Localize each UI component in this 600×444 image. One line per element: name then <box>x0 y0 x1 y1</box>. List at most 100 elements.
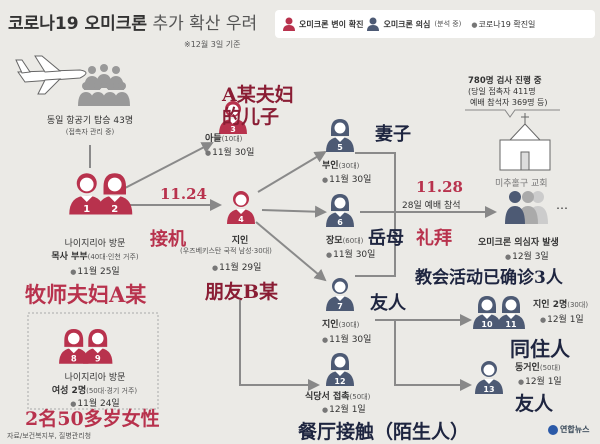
person-number: 10 <box>481 320 493 329</box>
mil-label: 장모 <box>326 236 343 246</box>
son-cn: A某夫妇的儿子 <box>222 84 294 128</box>
women-visit: 나이지리아 방문 <box>64 373 126 383</box>
couple-visit: 나이지리아 방문 <box>64 239 126 249</box>
person-icon-7: 7 <box>325 277 355 311</box>
cohab-cn: 友人 <box>515 393 554 415</box>
church-test: 780명 검사 진행 중 <box>468 76 542 86</box>
couple-date: 11월 25일 <box>55 264 135 277</box>
restaurant-label: 식당서 접촉 <box>305 392 350 402</box>
women-detail: (50대·경기 거주) <box>86 387 138 395</box>
person-icon-13: 13 <box>474 360 504 394</box>
person-number: 9 <box>95 354 101 364</box>
wife-cn: 妻子 <box>375 124 411 145</box>
person-number: 8 <box>71 354 77 364</box>
cohab-date: 12월 1일 <box>518 374 562 387</box>
logo-text: 연합뉴스 <box>560 425 590 434</box>
person-icon-4: 4 <box>226 190 256 224</box>
person-number: 4 <box>238 215 244 224</box>
title-bold: 코로나19 오미크론 <box>8 14 148 34</box>
person-icon-10: 10 <box>472 295 502 329</box>
person-number: 12 <box>334 377 345 386</box>
legend-confirmed: 오미크론 변이 확진 <box>299 19 364 29</box>
person-icon-6: 6 <box>325 193 355 227</box>
page-title: 코로나19 오미크론 추가 확산 우려 <box>8 9 257 34</box>
source-credit: 자료/보건복지부, 질병관리청 <box>7 432 92 440</box>
women-label: 여성 2명 <box>51 386 87 396</box>
women-cn: 2名50多岁女性 <box>25 408 160 430</box>
person-number: 2 <box>111 204 118 215</box>
acq-age: (30대) <box>338 321 360 329</box>
church-attendees: 예배 참석자 369명 등) <box>470 98 548 107</box>
couple-detail: (40대·인천 거주) <box>87 253 139 261</box>
plane-passengers: 동일 항공기 탑승 43명 <box>46 116 134 126</box>
person-icon-9: 9 <box>82 328 114 364</box>
person-icon-3: 3 <box>218 100 248 134</box>
friend-detail: (우즈베키스탄 국적 남성·30대) <box>180 247 272 255</box>
two-label: 지인 2명 <box>533 300 568 310</box>
more-ellipsis: … <box>556 198 568 212</box>
service-date: 11.28 <box>416 178 463 196</box>
logo-icon <box>548 424 558 435</box>
legend-suspected-note: (분석 중) <box>434 20 462 28</box>
son-date: 11월 30일 <box>205 145 254 158</box>
friend-date: 11월 29일 <box>212 260 261 273</box>
church-contacts: (당일 접촉자 411명 <box>468 87 536 96</box>
suspects-cn: 教会活动已确诊3人 <box>415 268 563 288</box>
suspect-group-icon <box>505 191 548 224</box>
airplane-icon <box>15 55 87 95</box>
church-icon <box>499 113 551 171</box>
wife-date: 11월 30일 <box>322 172 371 185</box>
person-icon-8: 8 <box>58 328 90 364</box>
couple-label: 목사 부부 <box>51 252 88 262</box>
wife-age: (30대) <box>338 162 360 170</box>
friend-cn: 朋友B某 <box>205 281 279 303</box>
two-date: 12월 1일 <box>540 312 584 325</box>
service-cn: 礼拜 <box>416 228 452 249</box>
cohab-label: 동거인 <box>515 363 540 373</box>
church-name: 미추홀구 교회 <box>495 179 548 189</box>
legend-date: 코로나19 확진일 <box>471 19 536 30</box>
son-label: 아들 <box>205 134 222 144</box>
crowd-icon <box>78 64 130 106</box>
wife-label: 부인 <box>322 161 339 171</box>
person-number: 3 <box>230 125 236 134</box>
person-icon-11: 11 <box>496 295 526 329</box>
confirmed-person-icon <box>283 17 295 31</box>
basis-date: ※12월 3일 기준 <box>184 40 241 49</box>
restaurant-date: 12월 1일 <box>322 402 366 415</box>
person-number: 11 <box>505 320 517 329</box>
cohab-age: (50대) <box>539 364 561 372</box>
restaurant-cn: 餐厅接触（陌生人） <box>298 421 470 443</box>
person-number: 13 <box>483 385 494 394</box>
person-icon-5: 5 <box>325 118 355 152</box>
acq-date: 11월 30일 <box>322 332 371 345</box>
acq-label: 지인 <box>322 320 339 330</box>
suspected-person-icon <box>367 17 380 31</box>
mil-date: 11월 30일 <box>326 247 375 260</box>
legend-suspected: 오미크론 의심 <box>383 19 431 29</box>
title-light: 추가 확산 우려 <box>152 14 258 34</box>
person-icon-1: 1 <box>68 172 106 215</box>
plane-note: (접촉자 관리 중) <box>65 128 115 136</box>
person-number: 6 <box>337 218 343 227</box>
person-number: 5 <box>337 143 343 152</box>
son-age: (10대) <box>221 135 243 143</box>
mil-cn: 岳母 <box>368 228 404 249</box>
women-date: 11월 24일 <box>55 396 135 409</box>
person-number: 7 <box>337 302 343 311</box>
legend: 오미크론 변이 확진 오미크론 의심 (분석 중) 코로나19 확진일 <box>275 10 595 38</box>
two-age: (30대) <box>567 301 589 309</box>
acq-cn: 友人 <box>370 293 406 314</box>
yonhap-logo: 연합뉴스 <box>548 424 589 435</box>
person-number: 1 <box>83 204 90 215</box>
service-label: 28일 예배 참석 <box>402 201 461 211</box>
person-icon-12: 12 <box>325 352 355 386</box>
suspects-date: 12월 3일 <box>505 249 549 262</box>
person-icon-2: 2 <box>96 172 134 215</box>
restaurant-age: (50대) <box>349 393 371 401</box>
mil-age: (60대) <box>342 237 364 245</box>
suspects-label: 오미크론 의심자 발생 <box>478 238 559 248</box>
pickup-date: 11.24 <box>160 185 207 203</box>
two-cn: 同住人 <box>510 337 570 361</box>
